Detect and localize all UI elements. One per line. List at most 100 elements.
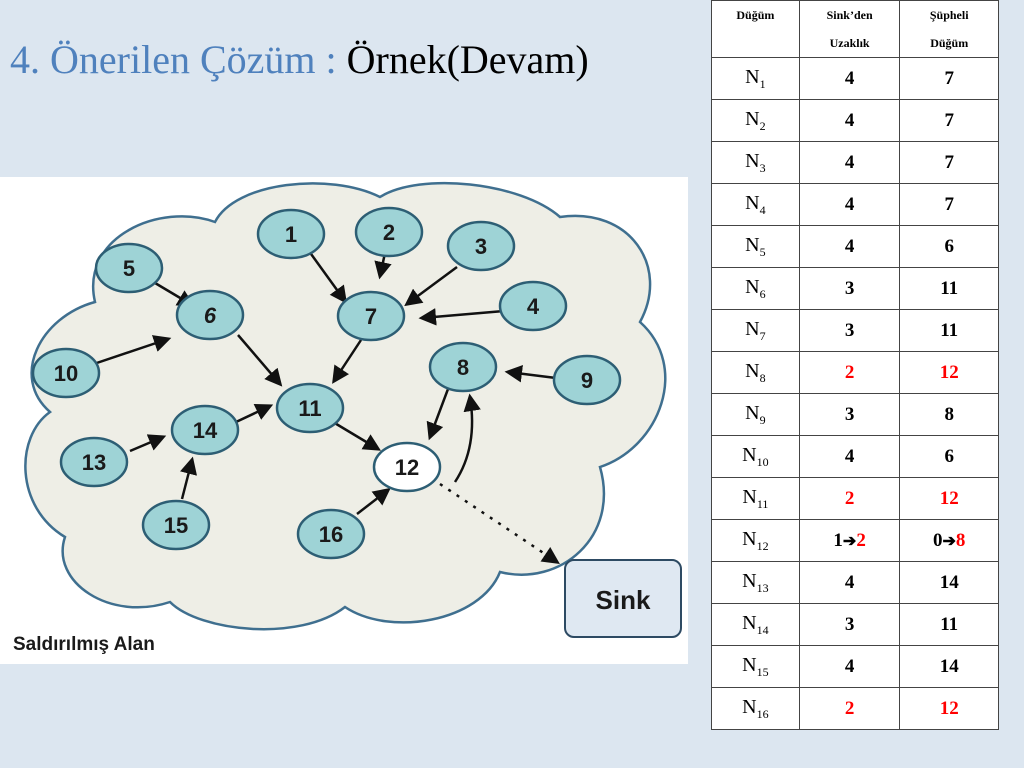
network-node-circle — [59, 436, 129, 488]
network-node-circle — [446, 220, 516, 272]
network-node: 2 — [354, 206, 424, 258]
cell-distance: 4 — [798, 99, 901, 142]
edge-arrow — [180, 456, 197, 500]
network-node: 6 — [175, 289, 245, 341]
sink-label: Sink — [596, 585, 651, 615]
network-node-label: 10 — [54, 361, 78, 386]
cell-node: N7 — [711, 309, 800, 352]
network-node: 9 — [552, 354, 622, 406]
network-node: 3 — [446, 220, 516, 272]
cell-distance: 2 — [798, 477, 901, 520]
edge-arrow — [332, 420, 382, 451]
network-node-label: 9 — [581, 368, 593, 393]
cell-suspect: 0➔8 — [899, 519, 999, 562]
edge-arrow — [129, 434, 167, 453]
network-node-label: 11 — [298, 396, 321, 421]
network-node-circle — [256, 208, 326, 260]
edge-arrow — [418, 308, 505, 326]
sink-box — [564, 559, 682, 638]
network-node: 15 — [141, 499, 211, 551]
cell-node: N2 — [711, 99, 800, 142]
cell-distance: 1➔2 — [798, 519, 901, 562]
network-node-label: 14 — [193, 418, 218, 443]
cell-distance: 3 — [798, 603, 901, 646]
cell-distance: 4 — [798, 561, 901, 604]
cell-node: N6 — [711, 267, 800, 310]
cell-suspect: 6 — [899, 225, 999, 268]
cell-node: N14 — [711, 603, 800, 646]
slide-title-suffix: Örnek(Devam) — [346, 37, 589, 82]
network-node-circle — [296, 508, 366, 560]
network-node-circle — [428, 341, 498, 393]
cell-suspect: 6 — [899, 435, 999, 478]
network-node-circle — [175, 289, 245, 341]
cell-node: N5 — [711, 225, 800, 268]
cell-suspect: 11 — [899, 309, 999, 352]
network-node-label: 8 — [457, 355, 469, 380]
network-node: 7 — [336, 290, 406, 342]
attacked-area-label: Saldırılmış Alan — [13, 634, 155, 655]
network-node-circle — [170, 404, 240, 456]
network-node-label: 4 — [527, 294, 540, 319]
cell-distance: 3 — [798, 267, 901, 310]
network-node-label: 12 — [395, 455, 419, 480]
network-node: 1 — [256, 208, 326, 260]
header-node: Düğüm — [711, 0, 800, 58]
cell-suspect: 7 — [899, 99, 999, 142]
edge-arrow — [404, 265, 458, 307]
cell-distance: 4 — [798, 435, 901, 478]
cell-node: N16 — [711, 687, 800, 730]
network-node-circle — [31, 347, 101, 399]
network-node-circle — [498, 280, 568, 332]
edge-arrow — [426, 388, 450, 441]
edge-arrow — [356, 487, 391, 515]
cell-node: N11 — [711, 477, 800, 520]
network-node-circle — [372, 441, 442, 493]
cell-suspect: 12 — [899, 687, 999, 730]
cell-node: N1 — [711, 57, 800, 100]
network-node: 12 — [372, 441, 442, 493]
network-node: 13 — [59, 436, 129, 488]
network-node-label: 1 — [285, 222, 297, 247]
cell-suspect: 14 — [899, 561, 999, 604]
cell-suspect: 14 — [899, 645, 999, 688]
network-node-label: 16 — [319, 522, 343, 547]
cell-suspect: 12 — [899, 351, 999, 394]
cell-node: N10 — [711, 435, 800, 478]
network-node-circle — [354, 206, 424, 258]
network-node-label: 6 — [204, 303, 217, 328]
cell-distance: 4 — [798, 645, 901, 688]
cell-distance: 3 — [798, 309, 901, 352]
cell-node: N4 — [711, 183, 800, 226]
cell-node: N9 — [711, 393, 800, 436]
cell-distance: 4 — [798, 225, 901, 268]
slide-title-prefix: 4. Önerilen Çözüm : — [10, 37, 347, 82]
cell-suspect: 7 — [899, 57, 999, 100]
cell-node: N3 — [711, 141, 800, 184]
network-node: 10 — [31, 347, 101, 399]
edge-arrow — [332, 339, 363, 384]
cell-distance: 2 — [798, 351, 901, 394]
cell-suspect: 11 — [899, 267, 999, 310]
network-node-label: 7 — [365, 304, 377, 329]
cell-distance: 3 — [798, 393, 901, 436]
network-node-label: 13 — [82, 450, 106, 475]
network-node: 11 — [275, 382, 345, 434]
